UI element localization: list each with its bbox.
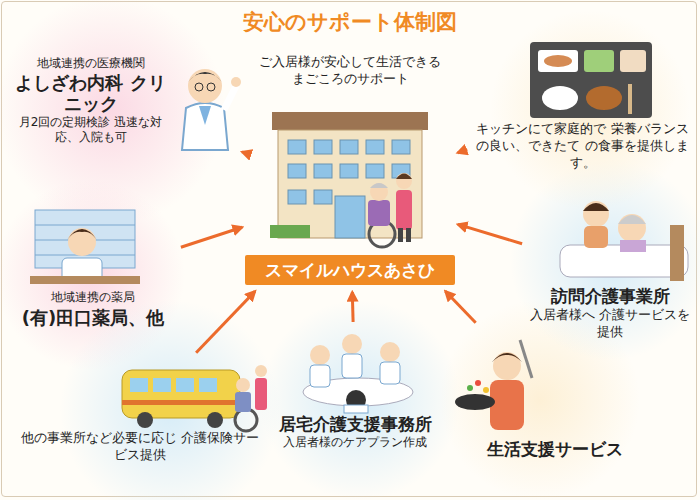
pharmacist (30, 210, 140, 284)
support-arrow (196, 291, 255, 353)
text-block: 他の事業所など必要に応じ 介護保険サービス提供 (15, 430, 265, 464)
support-arrow (458, 224, 522, 243)
service-node: 他の事業所など必要に応じ 介護保険サービス提供 (15, 355, 265, 468)
node-heading: 居宅介護支援事務所 (270, 413, 440, 435)
text-block: 地域連携の薬局(有)田口薬局、他 (8, 290, 178, 329)
text-block: 生活支援サービス (465, 438, 645, 460)
node-text: 入居者様のケアプラン作成 (270, 435, 440, 451)
text-block: 地域連携の医療機関よしざわ内科 クリニック月2回の定期検診 迅速な対応、入院も可 (8, 56, 173, 146)
node-heading: (有)田口薬局、他 (8, 306, 178, 329)
node-heading: よしざわ内科 クリニック (8, 72, 173, 115)
text-block: 居宅介護支援事務所入居者様のケアプラン作成 (270, 413, 440, 451)
glow (490, 10, 690, 210)
doctor (182, 69, 241, 150)
name-band: スマイルハウスあさひ (245, 255, 455, 285)
bed-scene (560, 201, 688, 281)
support-arrow (241, 151, 245, 154)
cook (455, 340, 532, 430)
subtitle-label: ご入居様が安心して生活できる まごころのサポート (255, 54, 445, 88)
pharmacy-node: 地域連携の薬局(有)田口薬局、他 (8, 205, 178, 347)
text-block: キッチンにて家庭的で 栄養バランスの良い、できたて の食事を提供します。 (470, 121, 695, 172)
care-plan-node: 居宅介護支援事務所入居者様のケアプラン作成 (270, 325, 440, 485)
visiting-care-node: 訪問介護事業所入居者様へ 介護サービスを提供 (525, 185, 695, 355)
text-block: スマイルハウスあさひ (245, 255, 455, 285)
text-block: 訪問介護事業所入居者様へ 介護サービスを提供 (525, 285, 695, 341)
kitchen-node: キッチンにて家庭的で 栄養バランスの良い、できたて の食事を提供します。 (470, 35, 695, 180)
support-arrow (445, 291, 475, 323)
node-heading: 訪問介護事業所 (525, 285, 695, 307)
bus (122, 365, 267, 431)
support-arrow (181, 227, 242, 247)
building (270, 112, 428, 247)
support-arrow (351, 292, 355, 322)
node-text: 地域連携の薬局 (8, 290, 178, 306)
meal-tray (530, 42, 652, 118)
diagram-title: 安心のサポート体制図 (0, 8, 700, 36)
node-text: 他の事業所など必要に応じ 介護保険サービス提供 (15, 430, 265, 464)
node-text: 月2回の定期検診 迅速な対応、入院も可 (8, 115, 173, 146)
home-node: スマイルハウスあさひ (245, 95, 455, 289)
node-text: 入居者様へ 介護サービスを提供 (525, 307, 695, 341)
glow (260, 300, 460, 500)
node-text: 地域連携の医療機関 (8, 56, 173, 72)
life-support-node: 生活支援サービス (445, 325, 650, 470)
clinic-node: 地域連携の医療機関よしざわ内科 クリニック月2回の定期検診 迅速な対応、入院も可 (8, 52, 240, 164)
glow (60, 300, 280, 500)
meeting (303, 334, 413, 413)
support-arrow (458, 149, 467, 152)
node-text: キッチンにて家庭的で 栄養バランスの良い、できたて の食事を提供します。 (470, 121, 695, 172)
node-heading: 生活支援サービス (465, 438, 645, 460)
